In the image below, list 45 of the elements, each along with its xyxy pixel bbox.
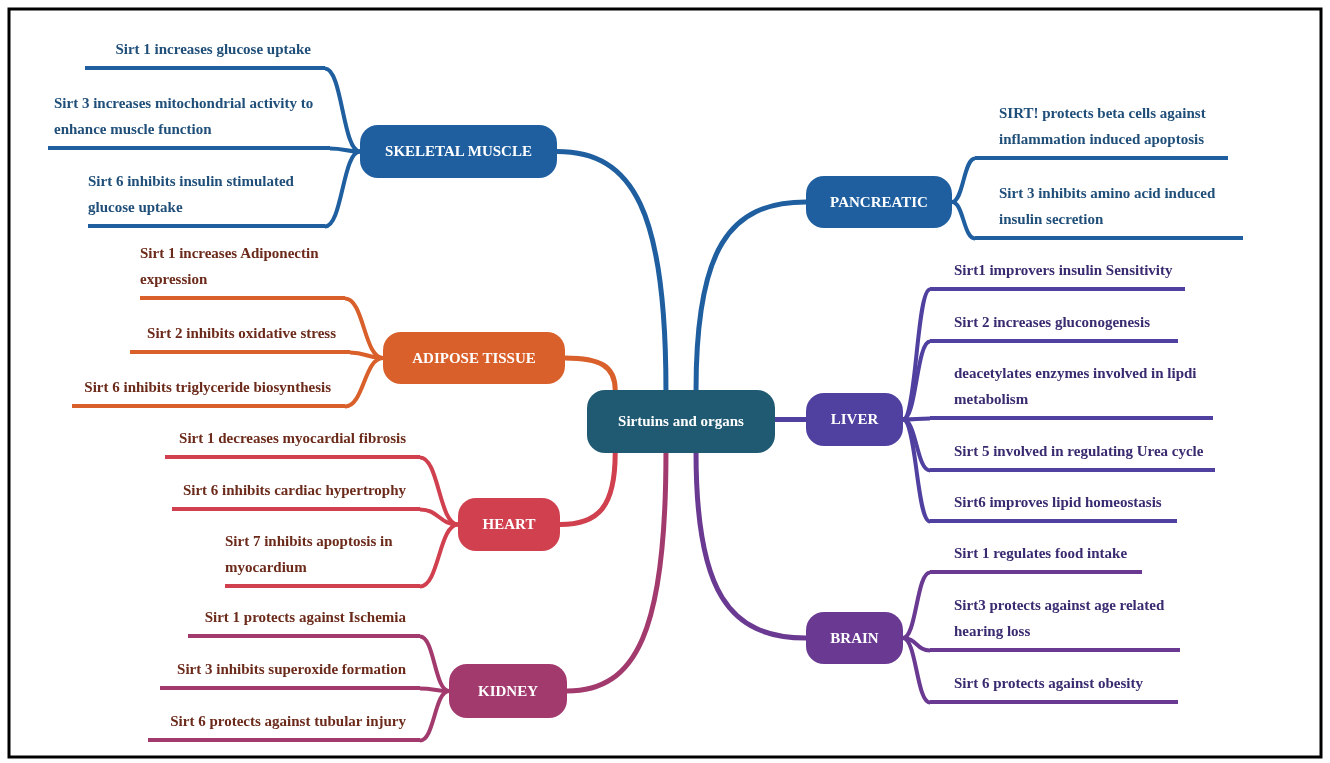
leaf-text: Sirt 1 regulates food intake	[954, 544, 1128, 563]
leaf-text: Sirt 1 decreases myocardial fibrosis	[179, 429, 406, 448]
leaf-text: Sirt 2 inhibits oxidative stress	[147, 324, 336, 343]
leaf-text: Sirt 6 inhibits triglyceride biosynthesis	[84, 378, 331, 397]
connector-line	[556, 149, 669, 391]
connector-line	[419, 689, 450, 743]
leaf-text: Sirt1 improvers insulin Sensitivity	[954, 261, 1173, 280]
leaf-text: Sirt 3 inhibits amino acid induced insulin secretion	[999, 184, 1217, 229]
leaf-text: Sirt 5 involved in regulating Urea cycle	[954, 442, 1204, 461]
branch-topic: PANCREATIC	[806, 176, 952, 228]
branch-topic: SKELETAL MUSCLE	[360, 125, 557, 178]
leaf-text: SIRT! protects beta cells against inflammation induced apoptosis	[999, 104, 1207, 149]
branch-topic: ADIPOSE TISSUE	[383, 332, 565, 384]
branch-topic: BRAIN	[806, 612, 903, 664]
leaf-text: Sirt 1 protects against Ischemia	[204, 608, 406, 627]
branch-topic: KIDNEY	[449, 664, 567, 718]
leaf-text: Sirt 6 inhibits cardiac hypertrophy	[182, 481, 406, 500]
connector-line	[559, 452, 618, 527]
connector-line	[775, 417, 806, 422]
leaf-text: deacetylates enzymes involved in lipdi metabolism	[954, 364, 1198, 409]
leaf-text: Sirt 3 inhibits superoxide formation	[177, 660, 406, 679]
connector-line	[951, 200, 976, 241]
connector-line	[951, 156, 976, 204]
leaf-text: Sirt 6 protects against tubular injury	[170, 712, 406, 731]
connector-line	[693, 452, 807, 641]
connector-line	[902, 636, 931, 653]
branch-topic: LIVER	[806, 393, 903, 446]
connector-line	[693, 199, 807, 391]
leaf-text: Sirt 6 protects against obesity	[954, 674, 1143, 693]
connector-line	[329, 146, 361, 154]
central-topic: Sirtuins and organs	[587, 390, 775, 453]
branch-topic: HEART	[458, 498, 560, 551]
leaf-text: Sirt 7 inhibits apoptosis in myocardium	[225, 532, 394, 577]
connector-line	[344, 356, 384, 409]
leaf-text: Sirt 6 inhibits insulin stimulated glucose uptake	[88, 172, 295, 217]
leaf-text: Sirt6 improves lipid homeostasis	[954, 493, 1162, 512]
leaf-text: Sirt 2 increases gluconogenesis	[954, 313, 1150, 332]
connector-line	[419, 522, 459, 589]
connector-line	[419, 507, 459, 527]
leaf-text: Sirt 3 increases mitochondrial activity to enhance muscle function	[54, 94, 315, 139]
connector-line	[902, 570, 931, 640]
leaf-text: Sirt 1 increases glucose uptake	[115, 40, 311, 59]
connector-line	[566, 452, 669, 694]
leaf-text: Sirt 1 increases Adiponectin expression	[140, 244, 320, 289]
leaf-text: Sirt3 protects against age related hearing loss	[954, 596, 1166, 641]
